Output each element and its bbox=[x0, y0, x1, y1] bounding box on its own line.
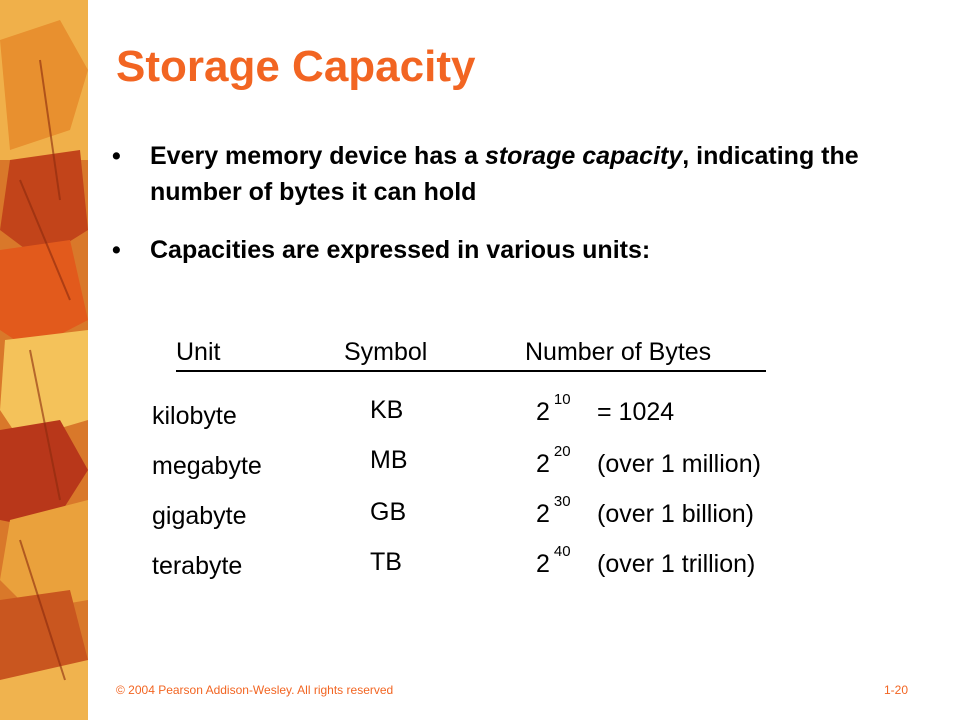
bullet-item: • Every memory device has a storage capa… bbox=[112, 138, 932, 210]
power-base: 2 bbox=[536, 500, 550, 528]
header-number-of-bytes: Number of Bytes bbox=[525, 338, 712, 366]
symbol-cell: KB bbox=[370, 396, 404, 424]
power-exponent: 20 bbox=[553, 443, 571, 460]
bullet-list: • Every memory device has a storage capa… bbox=[112, 138, 932, 290]
bullet-text: Capacities are expressed in various unit… bbox=[150, 236, 651, 264]
bytes-note: (over 1 trillion) bbox=[597, 550, 756, 578]
footer-page-number: 1-20 bbox=[884, 683, 909, 697]
symbol-cell: MB bbox=[370, 446, 408, 474]
bullet-dot-icon: • bbox=[112, 142, 121, 170]
power-base: 2 bbox=[536, 550, 550, 578]
power-base: 2 bbox=[536, 450, 550, 478]
bullet-text-post: , indicating the number of bytes it can … bbox=[150, 142, 859, 206]
power-exponent: 40 bbox=[553, 543, 571, 560]
symbol-cell: TB bbox=[370, 548, 402, 576]
bullet-dot-icon: • bbox=[112, 236, 121, 264]
bytes-note: = 1024 bbox=[597, 398, 675, 426]
footer-copyright: © 2004 Pearson Addison-Wesley. All right… bbox=[116, 683, 394, 697]
leaves-image bbox=[0, 0, 88, 720]
bytes-note: (over 1 million) bbox=[597, 450, 761, 478]
unit-cell: kilobyte bbox=[152, 402, 237, 430]
slide-title: Storage Capacity bbox=[116, 42, 476, 91]
header-unit: Unit bbox=[176, 338, 221, 366]
unit-cell: megabyte bbox=[152, 452, 262, 480]
header-symbol: Symbol bbox=[344, 338, 428, 366]
bullet-item: • Capacities are expressed in various un… bbox=[112, 232, 932, 268]
unit-cell: gigabyte bbox=[152, 502, 247, 530]
unit-cell: terabyte bbox=[152, 552, 243, 580]
power-exponent: 30 bbox=[553, 493, 571, 510]
bullet-text-emphasis: storage capacity bbox=[484, 142, 683, 170]
power-exponent: 10 bbox=[553, 391, 571, 408]
symbol-cell: GB bbox=[370, 498, 407, 526]
bytes-note: (over 1 billion) bbox=[597, 500, 755, 528]
power-base: 2 bbox=[536, 398, 550, 426]
autumn-leaves-decoration bbox=[0, 0, 88, 720]
bullet-text-pre: Every memory device has a bbox=[150, 142, 485, 170]
header-underline bbox=[176, 370, 766, 372]
